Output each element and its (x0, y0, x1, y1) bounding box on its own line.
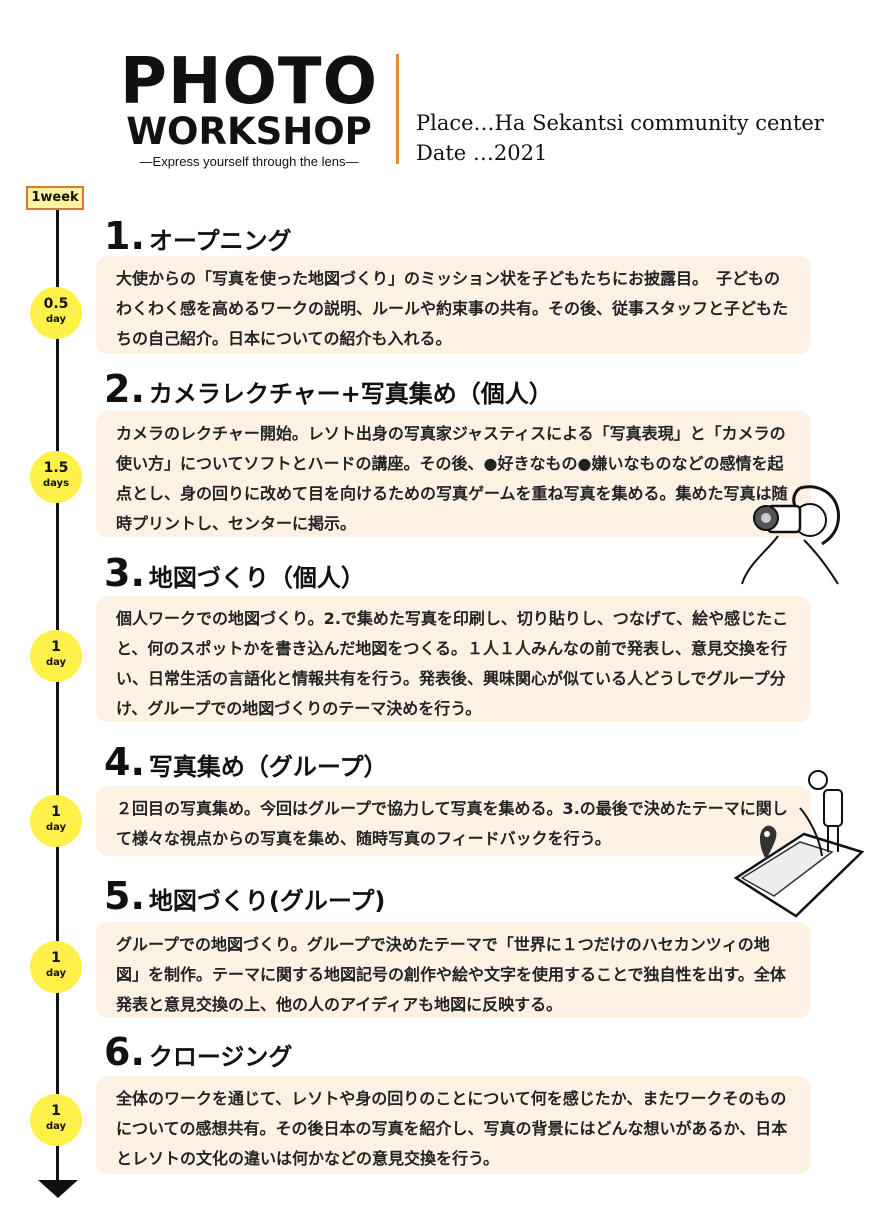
section-heading: 3.地図づくり（個人） (104, 551, 365, 595)
place-text: Place…Ha Sekantsi community center (416, 111, 824, 135)
timeline-arrow-icon (38, 1180, 78, 1198)
workshop-title: PHOTO WORKSHOP ―Express yourself through… (118, 45, 380, 169)
header-divider (396, 54, 399, 164)
photographer-illustration (741, 485, 840, 585)
event-info: Place…Ha Sekantsi community center Date … (416, 108, 824, 168)
title-workshop: WORKSHOP (126, 110, 372, 153)
section-heading: 4.写真集め（グループ） (104, 740, 388, 784)
tagline: ―Express yourself through the lens― (139, 154, 359, 169)
section-heading: 6.クロージング (104, 1030, 293, 1074)
section-body: ２回目の写真集め。今回はグループで協力して写真を集める。3.の最後で決めたテーマ… (96, 786, 811, 856)
section-heading: 1.オープニング (104, 214, 292, 258)
timeline-line (56, 210, 59, 1186)
section-body: グループでの地図づくり。グループで決めたテーマで「世界に１つだけのハセカンツィの… (96, 922, 811, 1018)
title-photo: PHOTO (120, 45, 378, 119)
section-body: 全体のワークを通じて、レソトや身の回りのことについて何を感じたか、またワークその… (96, 1076, 811, 1174)
section-body: 大使からの「写真を使った地図づくり」のミッション状を子どもたちにお披露目。 子ど… (96, 256, 811, 354)
date-text: Date …2021 (416, 141, 548, 165)
section-heading: 5.地図づくり(グループ) (104, 874, 386, 918)
section-body: カメラのレクチャー開始。レソト出身の写真家ジャスティスによる「写真表現」と「カメ… (96, 411, 811, 537)
person-on-map-illustration (733, 770, 864, 918)
week-badge: 1week (26, 186, 84, 210)
section-body: 個人ワークでの地図づくり。2.で集めた写真を印刷し、切り貼りし、つなげて、絵や感… (96, 596, 811, 722)
section-heading: 2.カメラレクチャー+写真集め（個人） (104, 367, 553, 411)
